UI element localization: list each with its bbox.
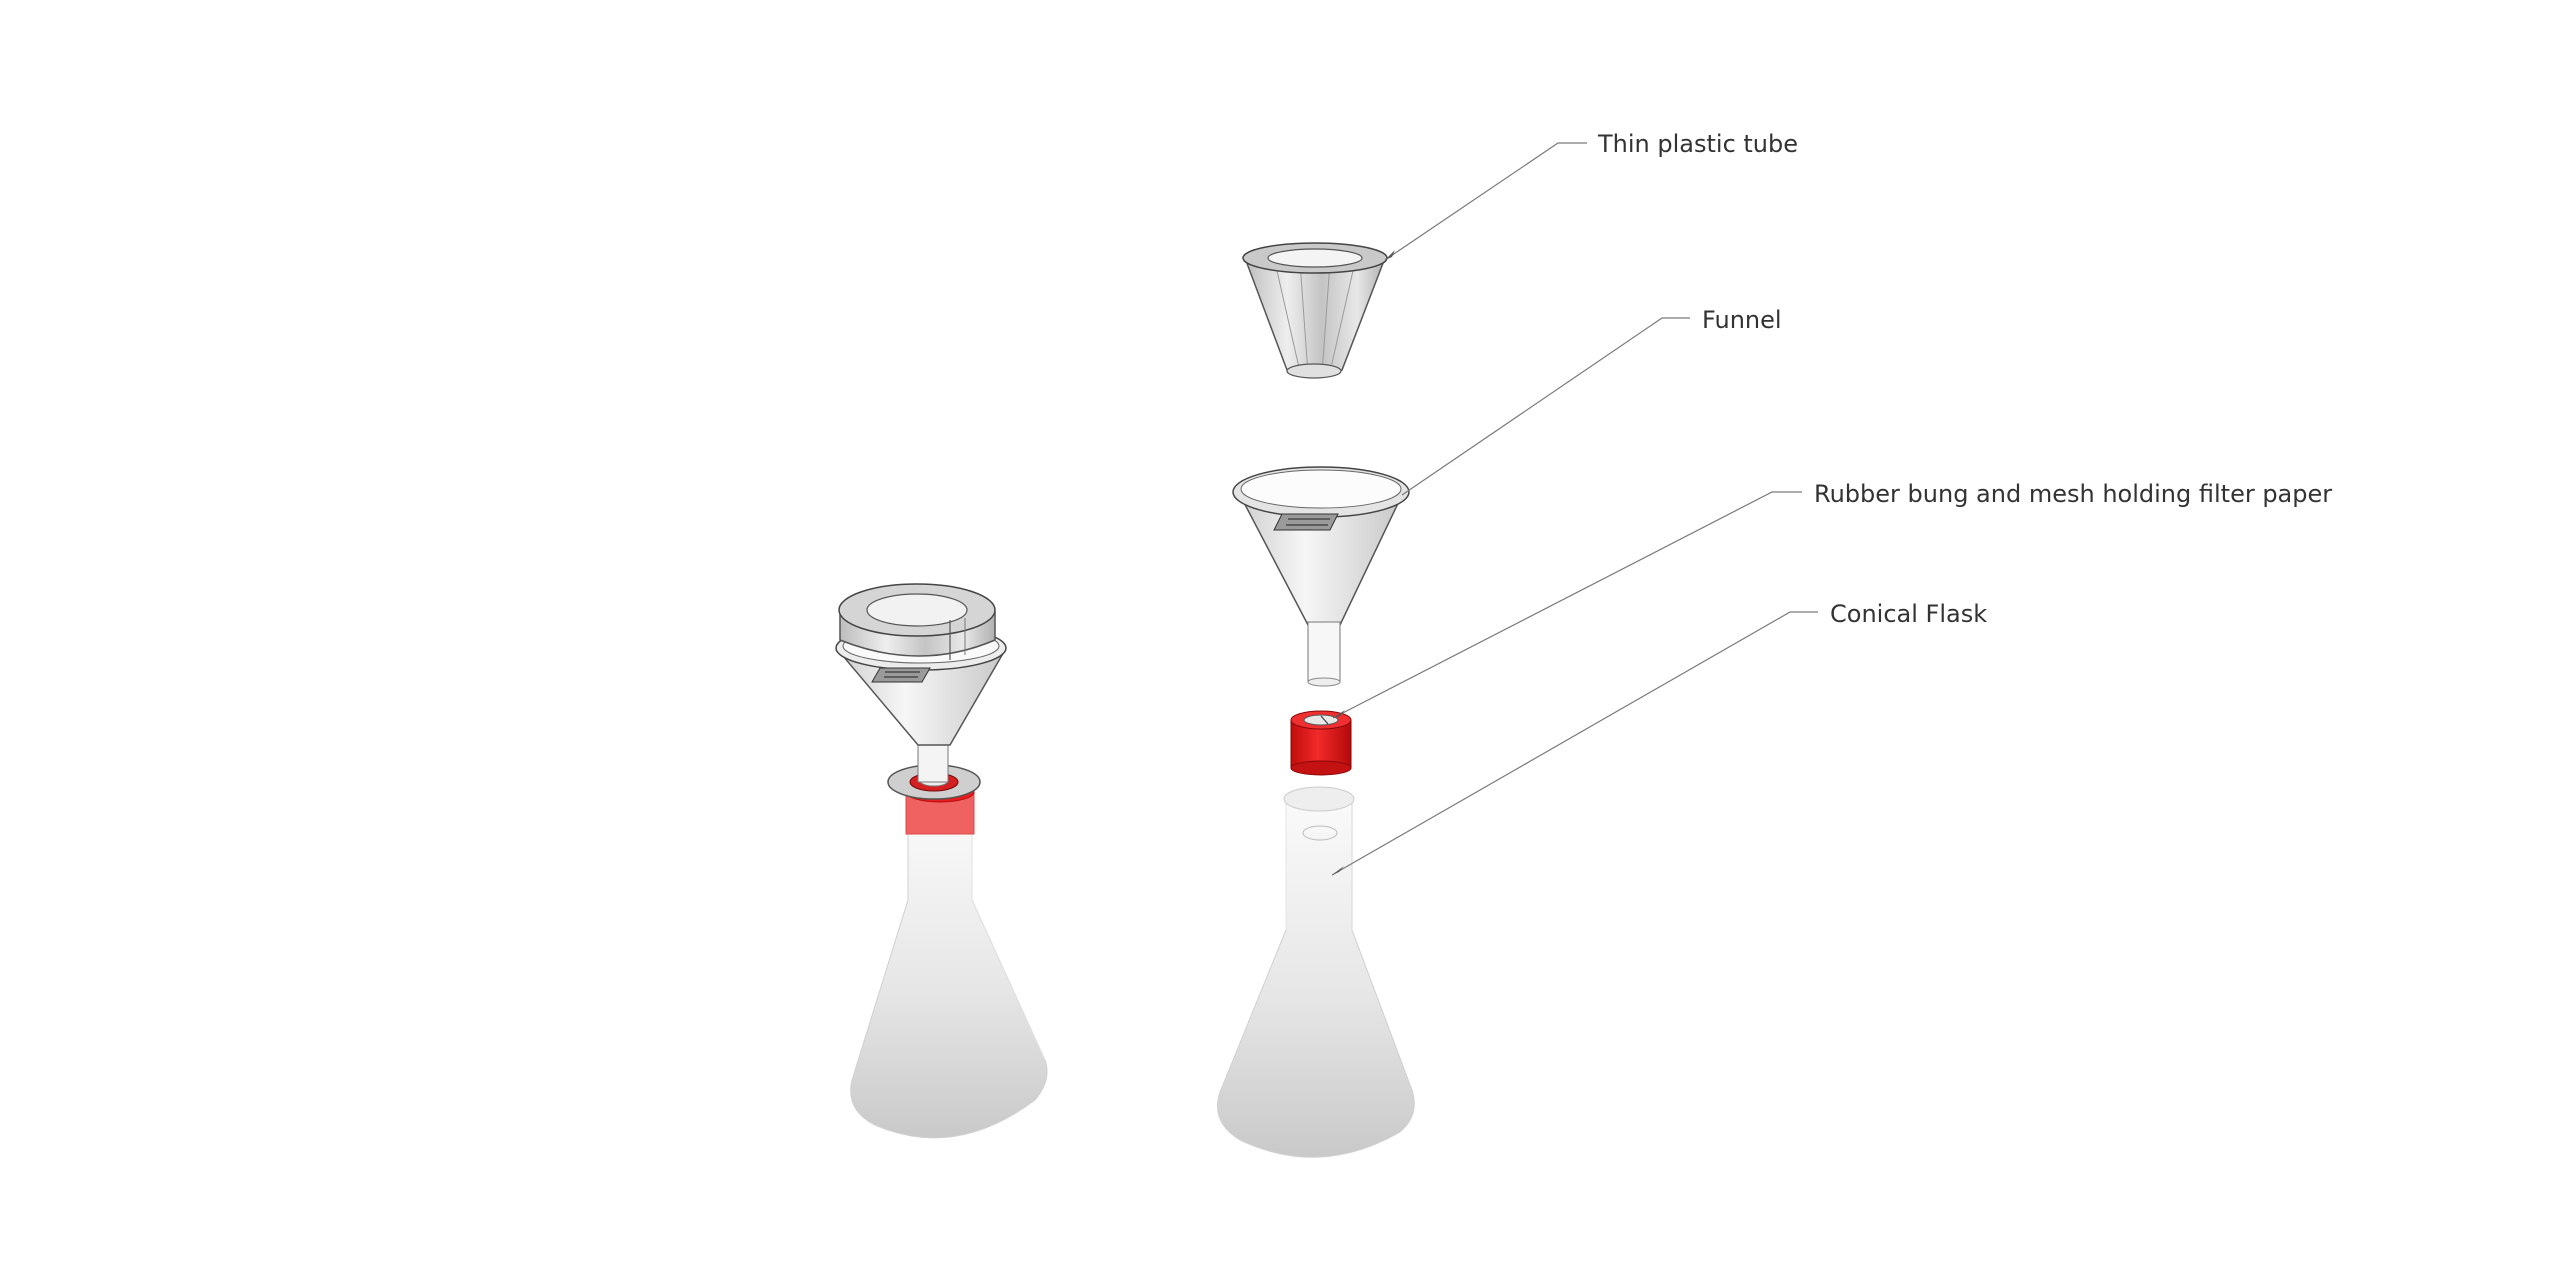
leader-tube [1385, 143, 1587, 260]
assembled-funnel-stem [918, 740, 948, 782]
assembled-apparatus [836, 584, 1047, 1138]
exploded-apparatus [1218, 243, 1415, 1157]
label-rubber-bung: Rubber bung and mesh holding filter pape… [1814, 480, 2332, 508]
part-funnel [1233, 467, 1409, 686]
leader-funnel [1402, 318, 1690, 495]
assembled-flask [851, 810, 1047, 1138]
assembled-mesh [872, 668, 930, 682]
leader-flask [1332, 612, 1818, 875]
label-thin-plastic-tube: Thin plastic tube [1597, 130, 1798, 158]
funnel-mesh [1274, 514, 1338, 530]
part-conical-flask [1218, 787, 1415, 1157]
leader-bung [1333, 492, 1802, 718]
label-funnel: Funnel [1702, 306, 1782, 334]
part-thin-plastic-tube [1243, 243, 1387, 378]
label-conical-flask: Conical Flask [1830, 600, 1987, 628]
leader-lines [1332, 143, 1818, 875]
part-rubber-bung [1291, 711, 1351, 775]
